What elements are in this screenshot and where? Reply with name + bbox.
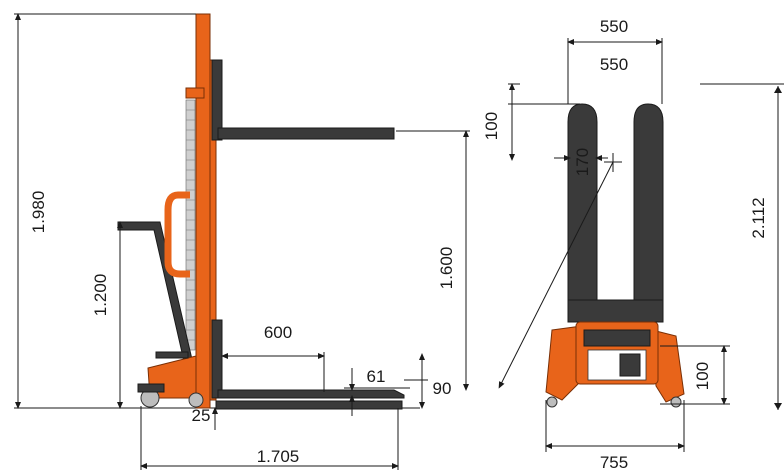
label-outer-width: 550 — [600, 17, 628, 36]
label-fork-tip: 100 — [482, 112, 501, 140]
dim-arrowhead-height-top — [774, 86, 782, 93]
label-ground-clearance: 25 — [192, 406, 211, 425]
label-inner-width: 550 — [600, 55, 628, 74]
label-handle-height: 1.200 — [91, 274, 110, 317]
top-view: 550 550 100 170 2.112 100 755 — [482, 17, 784, 472]
turning-radius-line — [498, 161, 614, 389]
front-right-wheel — [670, 396, 682, 408]
fork-crossbar — [567, 299, 664, 323]
raised-fork — [217, 127, 395, 140]
label-overall-length: 1.705 — [257, 447, 300, 466]
drawbar-handle — [117, 221, 195, 371]
label-leg-height: 90 — [433, 379, 452, 398]
left-fork — [567, 103, 598, 311]
base-leg — [215, 400, 403, 410]
lowered-carriage — [211, 319, 223, 399]
steering-handle-bar — [164, 191, 190, 278]
base-top-plate — [583, 329, 651, 347]
mast-cap — [185, 87, 205, 99]
raised-carriage — [211, 59, 223, 141]
side-view: 1.980 1.200 1.600 600 61 90 25 1.705 — [14, 13, 470, 470]
label-lift-height: 1.600 — [437, 247, 456, 290]
wheel-fork — [137, 383, 165, 393]
front-left-wheel — [546, 396, 558, 408]
mast — [195, 13, 211, 409]
lift-chain — [185, 99, 196, 351]
pump-pedal — [155, 351, 189, 359]
label-overall-width: 755 — [600, 453, 628, 472]
lowered-fork — [217, 389, 405, 399]
label-fork-length: 600 — [264, 323, 292, 342]
label-base-clearance: 100 — [693, 362, 712, 390]
label-overall-height: 2.112 — [749, 197, 768, 238]
dim-arrowhead-height-bottom — [774, 403, 782, 410]
label-fork-thickness: 61 — [367, 367, 386, 386]
battery-terminal — [619, 353, 641, 377]
label-fork-width: 170 — [573, 148, 592, 176]
rear-caster — [188, 392, 204, 408]
label-total-height: 1.980 — [29, 191, 48, 234]
right-fork — [633, 103, 664, 311]
